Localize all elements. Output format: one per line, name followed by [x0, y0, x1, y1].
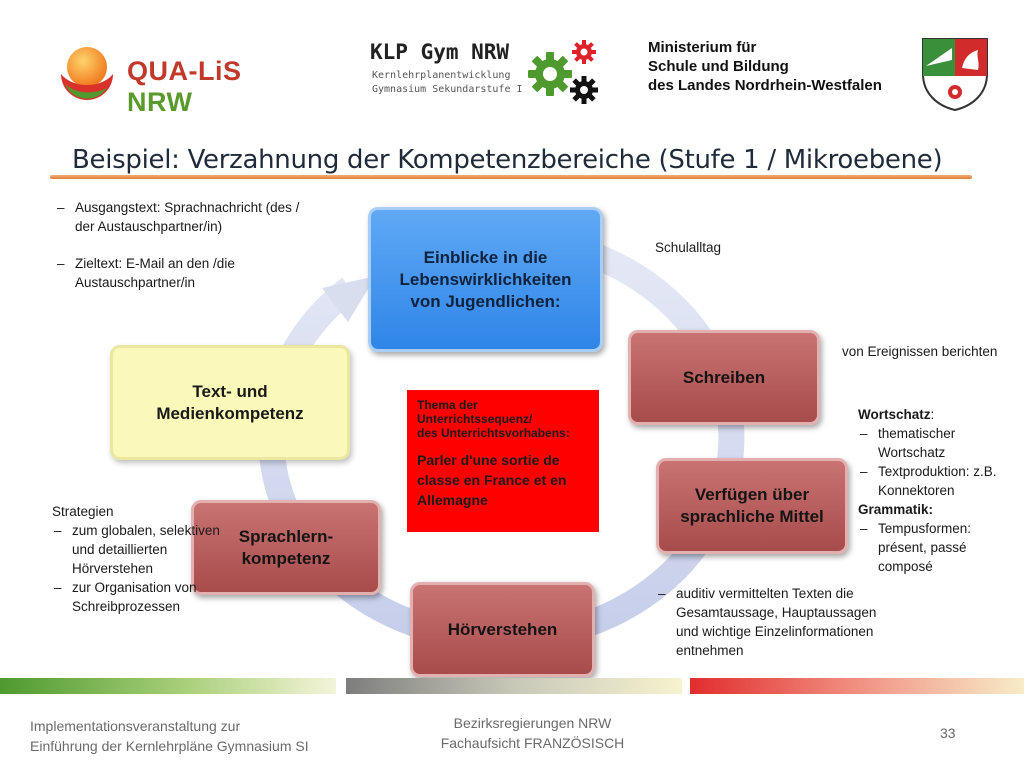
nrw-crest-icon	[922, 38, 988, 112]
strategien-header: Strategien	[52, 504, 114, 519]
footer-bar-red	[690, 678, 1024, 694]
footer-bar-green	[0, 678, 336, 694]
qualis-wordmark: QUA-LiS NRW	[127, 56, 242, 117]
klp-logo-subtitle: Kernlehrplanentwicklung	[372, 70, 511, 81]
theme-heading-line: Unterrichtssequenz/	[417, 412, 533, 426]
strategies-notes: Strategien zum globalen, selektiven und …	[52, 502, 222, 616]
theme-topic: Parler d'une sortie de classe en France …	[417, 452, 567, 508]
grammatik-header: Grammatik:	[858, 502, 934, 517]
sprachliche-mittel-box: Verfügen über sprachliche Mittel	[656, 458, 848, 554]
sprachlern-line: kompetenz	[241, 548, 331, 568]
footer-line: Bezirksregierungen NRW	[453, 715, 612, 731]
vocabulary-grammar-notes: Wortschatz: thematischer Wortschatz Text…	[858, 405, 1018, 576]
page-number: 33	[940, 725, 956, 741]
gears-icon	[528, 40, 598, 104]
text-media-line: Text- und	[192, 381, 268, 401]
ministry-line: Schule und Bildung	[648, 58, 789, 75]
center-topic-line: von Jugendlichen:	[410, 291, 561, 311]
center-topic-line: Einblicke in die	[423, 247, 548, 267]
list-item: thematischer Wortschatz	[858, 424, 1018, 462]
center-topic-line: Lebenswirklichkeiten	[399, 269, 572, 289]
qualis-logo: QUA-LiS NRW	[55, 40, 305, 117]
schreiben-label: Schreiben	[682, 367, 766, 387]
footer-line: Fachaufsicht FRANZÖSISCH	[440, 735, 625, 751]
klp-logo: KLP Gym NRW Kernlehrplanentwicklung Gymn…	[370, 38, 605, 108]
qualis-logo-icon	[61, 47, 113, 100]
schulalltag-note: Schulalltag	[655, 240, 722, 255]
theme-box: Thema der Unterrichtssequenz/ des Unterr…	[407, 390, 599, 532]
list-item: Tempusformen: présent, passé composé	[858, 519, 1018, 576]
sprachlernkompetenz-box: Sprachlern- kompetenz	[191, 500, 381, 595]
list-item: zum globalen, selektiven und detailliert…	[52, 521, 222, 578]
ereignissen-note: von Ereignissen berichten	[842, 344, 998, 359]
text-media-competence-box: Text- und Medienkompetenz	[110, 345, 350, 460]
footer-authority-text: Bezirksregierungen NRW Fachaufsicht FRAN…	[400, 713, 665, 753]
theme-heading-line: des Unterrichtsvorhabens:	[417, 426, 570, 440]
sprachliche-mittel-line: sprachliche Mittel	[680, 507, 824, 526]
wortschatz-header: Wortschatz	[858, 407, 931, 422]
title-underline	[50, 175, 972, 179]
ministry-line: Ministerium für	[648, 39, 757, 56]
footer-line: Implementationsveranstaltung zur	[30, 718, 241, 734]
list-item: Ausgangstext: Sprachnachricht (des / der…	[55, 198, 300, 236]
page-title: Beispiel: Verzahnung der Kompetenzbereic…	[72, 145, 943, 175]
listening-notes: auditiv vermittelten Texten die Gesamtau…	[656, 584, 886, 660]
list-item: auditiv vermittelten Texten die Gesamtau…	[656, 584, 886, 660]
hoerverstehen-label: Hörverstehen	[447, 619, 558, 639]
list-item: Zieltext: E-Mail an den /die Austauschpa…	[55, 254, 300, 292]
center-topic-box: Einblicke in die Lebenswirklichkeiten vo…	[368, 207, 603, 352]
ministry-logo-text: Ministerium für Schule und Bildung des L…	[648, 38, 898, 95]
theme-heading-line: Thema der	[417, 398, 478, 412]
schreiben-box: Schreiben	[628, 330, 820, 425]
footer-line: Einführung der Kernlehrpläne Gymnasium S…	[30, 738, 309, 754]
footer-event-text: Implementationsveranstaltung zur Einführ…	[30, 716, 309, 756]
text-type-notes: Ausgangstext: Sprachnachricht (des / der…	[55, 198, 300, 292]
sprachlern-line: Sprachlern-	[238, 526, 334, 546]
footer-bar-gray	[346, 678, 682, 694]
klp-logo-title: KLP Gym NRW	[370, 40, 510, 64]
wortschatz-colon: :	[930, 407, 935, 422]
klp-logo-subtitle-2: Gymnasium Sekundarstufe I	[372, 84, 523, 95]
theme-heading: Thema der Unterrichtssequenz/ des Unterr…	[417, 398, 589, 440]
list-item: zur Organisation von Schreibprozessen	[52, 578, 222, 616]
sprachliche-mittel-line: Verfügen über	[694, 485, 810, 504]
hoerverstehen-box: Hörverstehen	[410, 582, 595, 677]
ministry-line: des Landes Nordrhein-Westfalen	[648, 77, 882, 94]
text-media-line: Medienkompetenz	[156, 403, 304, 423]
list-item: Textproduktion: z.B. Konnektoren	[858, 462, 1018, 500]
